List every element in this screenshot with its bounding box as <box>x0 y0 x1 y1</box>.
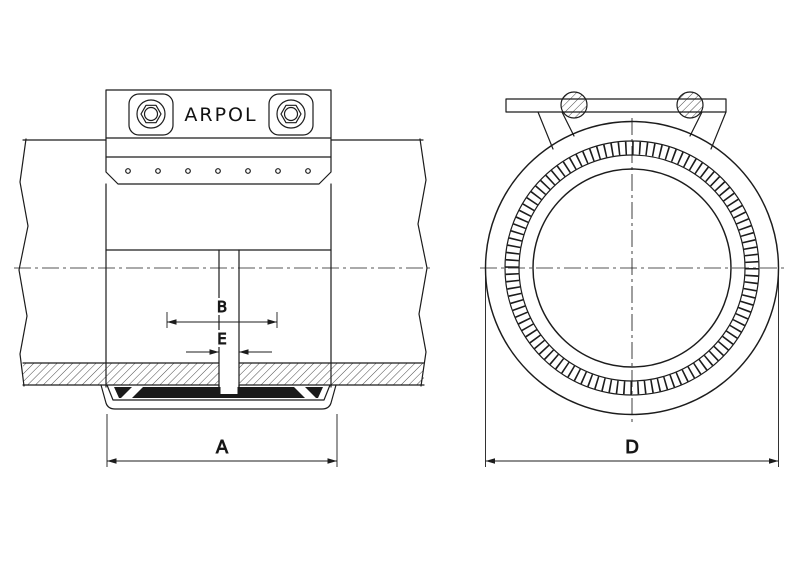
pipe-section-hatch-left <box>23 363 219 385</box>
side-view: ARPOL <box>14 89 432 410</box>
dimension-e: E <box>186 330 272 355</box>
brand-text: ARPOL <box>184 104 257 126</box>
bolt-pocket-right <box>268 93 314 136</box>
bottom-shell <box>100 384 337 410</box>
dimension-label-a: A <box>216 437 229 458</box>
bolt-hex-right <box>280 104 302 124</box>
clamp-bar <box>505 98 727 150</box>
dimensions: B E A D <box>106 274 779 467</box>
liner-serrations <box>505 141 759 395</box>
dimension-label-e: E <box>217 330 226 348</box>
bolt-pocket-left <box>128 93 174 136</box>
coupling-body <box>105 183 332 394</box>
clamp-bolt-right-icon <box>676 91 704 119</box>
dimension-d: D <box>485 274 779 467</box>
bolt-left-icon <box>136 99 166 129</box>
lug-left <box>537 111 554 150</box>
flange-holes <box>125 168 311 174</box>
bolt-right-icon <box>276 99 306 129</box>
dimension-a: A <box>106 414 338 467</box>
dimension-label-d: D <box>625 437 639 458</box>
dimension-label-b: B <box>217 298 227 316</box>
coupling-housing <box>105 89 332 185</box>
dimension-b: B <box>166 298 278 328</box>
end-view <box>480 91 784 426</box>
flange-plate <box>105 137 332 185</box>
lug-right <box>710 111 727 150</box>
bolt-hex-left <box>140 104 162 124</box>
break-line-left <box>18 138 29 387</box>
break-line-right <box>417 138 428 387</box>
shell-inner <box>106 384 331 401</box>
pipe-outline <box>18 138 428 387</box>
clamp-bolt-left-icon <box>560 91 588 119</box>
shell-outer <box>100 384 337 410</box>
